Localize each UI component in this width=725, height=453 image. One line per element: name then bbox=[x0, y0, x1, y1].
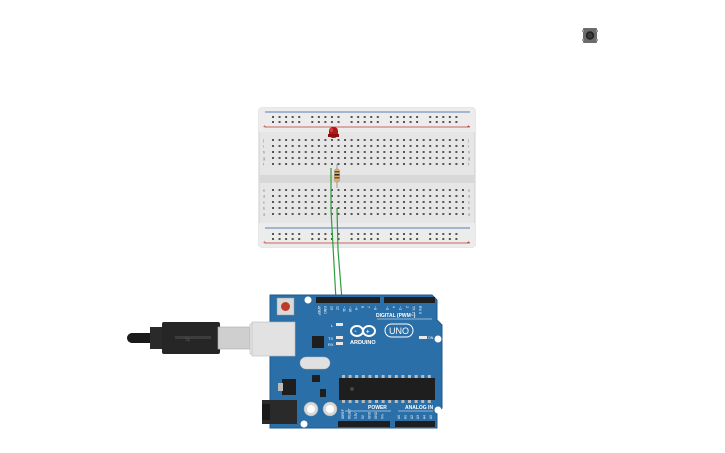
svg-text:h: h bbox=[468, 150, 470, 155]
arduino-logo-text: ARDUINO bbox=[350, 340, 376, 346]
svg-text:+: + bbox=[366, 330, 370, 336]
led-label-rx: RX bbox=[328, 342, 334, 347]
led-label-tx: TX bbox=[328, 336, 333, 341]
analog-label: ANALOG IN bbox=[405, 405, 433, 411]
power-pin-label: IOREF bbox=[341, 409, 345, 419]
svg-text:e: e bbox=[263, 188, 266, 193]
crystal-oscillator bbox=[299, 356, 331, 370]
digital-header-left[interactable] bbox=[316, 297, 380, 303]
digital-pin-label: 12 bbox=[336, 306, 340, 310]
breadboard-holes[interactable] bbox=[272, 116, 464, 240]
svg-text:a: a bbox=[263, 212, 266, 217]
digital-pin-label: 4 bbox=[392, 306, 396, 308]
on-led bbox=[419, 336, 427, 339]
on-label: ON bbox=[428, 336, 434, 340]
power-header[interactable] bbox=[338, 421, 390, 427]
arduino-logo-icon: - + bbox=[350, 325, 376, 337]
mount-hole bbox=[300, 420, 308, 428]
mount-hole bbox=[304, 296, 312, 304]
svg-text:g: g bbox=[468, 156, 470, 161]
led-label-l: L bbox=[331, 323, 334, 328]
usb-b-port[interactable] bbox=[251, 321, 296, 357]
power-pin-label: GND bbox=[367, 411, 371, 419]
power-label: POWER bbox=[368, 405, 387, 411]
analog-pin-label: A1 bbox=[403, 415, 407, 419]
digital-label: DIGITAL (PWM~) bbox=[376, 313, 416, 319]
atmega-chip bbox=[339, 375, 435, 403]
digital-pin-label: TX 1 bbox=[411, 306, 415, 314]
resistor[interactable] bbox=[334, 164, 340, 188]
digital-pin-label: ~3 bbox=[398, 306, 402, 310]
analog-pin-label: A2 bbox=[410, 415, 414, 419]
digital-pin-label: 8 bbox=[360, 306, 364, 308]
power-pin-label: GND bbox=[374, 411, 378, 419]
led-l bbox=[336, 323, 343, 326]
svg-text:e: e bbox=[468, 188, 471, 193]
svg-text:c: c bbox=[263, 200, 265, 205]
digital-pin-label: ~9 bbox=[354, 306, 358, 310]
led-rx bbox=[336, 342, 343, 345]
voltage-regulator bbox=[282, 379, 296, 395]
power-pin-label: Vin bbox=[381, 414, 385, 419]
digital-pin-label: 2 bbox=[405, 306, 409, 308]
analog-pin-label: A5 bbox=[429, 415, 433, 419]
svg-text:a: a bbox=[468, 212, 471, 217]
digital-pin-label: RX 0 bbox=[418, 306, 422, 314]
svg-text:j: j bbox=[262, 138, 264, 143]
svg-text:+: + bbox=[467, 124, 470, 130]
mount-hole bbox=[434, 406, 442, 414]
digital-pin-label: ~11 bbox=[342, 306, 346, 312]
svg-text:-: - bbox=[355, 329, 357, 335]
svg-text:g: g bbox=[263, 156, 265, 161]
svg-text:d: d bbox=[468, 194, 470, 199]
svg-text:c: c bbox=[468, 200, 470, 205]
svg-text:j: j bbox=[467, 138, 469, 143]
svg-text:f: f bbox=[468, 162, 470, 167]
usb-symbol-icon: ⇆ bbox=[185, 336, 190, 343]
digital-pin-label: ~5 bbox=[385, 306, 389, 310]
model-text: UNO bbox=[389, 326, 409, 336]
digital-pin-label: 7 bbox=[367, 306, 371, 308]
digital-pin-label: ~6 bbox=[373, 306, 377, 310]
power-pin-label: 3.3V bbox=[354, 412, 358, 419]
analog-header[interactable] bbox=[395, 421, 435, 427]
reset-button[interactable] bbox=[276, 297, 295, 316]
usb-chip bbox=[312, 336, 324, 348]
analog-pin-label: A0 bbox=[397, 415, 401, 419]
led-tx bbox=[336, 336, 343, 339]
svg-text:i: i bbox=[263, 144, 264, 149]
svg-text:d: d bbox=[263, 194, 265, 199]
svg-text:b: b bbox=[263, 206, 266, 211]
svg-text:+: + bbox=[263, 124, 266, 130]
digital-header-right[interactable] bbox=[384, 297, 435, 303]
svg-text:+: + bbox=[467, 240, 470, 246]
center-channel bbox=[259, 175, 475, 183]
power-pin-label: 5V bbox=[361, 414, 365, 419]
digital-pin-label: GND bbox=[323, 306, 327, 314]
push-button[interactable] bbox=[582, 28, 598, 43]
mount-hole bbox=[434, 335, 442, 343]
red-led[interactable] bbox=[328, 127, 339, 138]
digital-pin-label: ~10 bbox=[348, 306, 352, 312]
svg-text:b: b bbox=[468, 206, 471, 211]
digital-pin-label: 13 bbox=[329, 306, 333, 310]
analog-pin-label: A4 bbox=[423, 415, 427, 419]
svg-text:h: h bbox=[263, 150, 265, 155]
digital-pin-label: AREF bbox=[317, 306, 321, 316]
svg-text:f: f bbox=[263, 162, 265, 167]
analog-pin-label: A3 bbox=[416, 415, 420, 419]
power-pin-label: RESET bbox=[348, 408, 352, 419]
svg-text:i: i bbox=[468, 144, 469, 149]
svg-text:+: + bbox=[263, 240, 266, 246]
green-wires[interactable] bbox=[330, 168, 343, 301]
